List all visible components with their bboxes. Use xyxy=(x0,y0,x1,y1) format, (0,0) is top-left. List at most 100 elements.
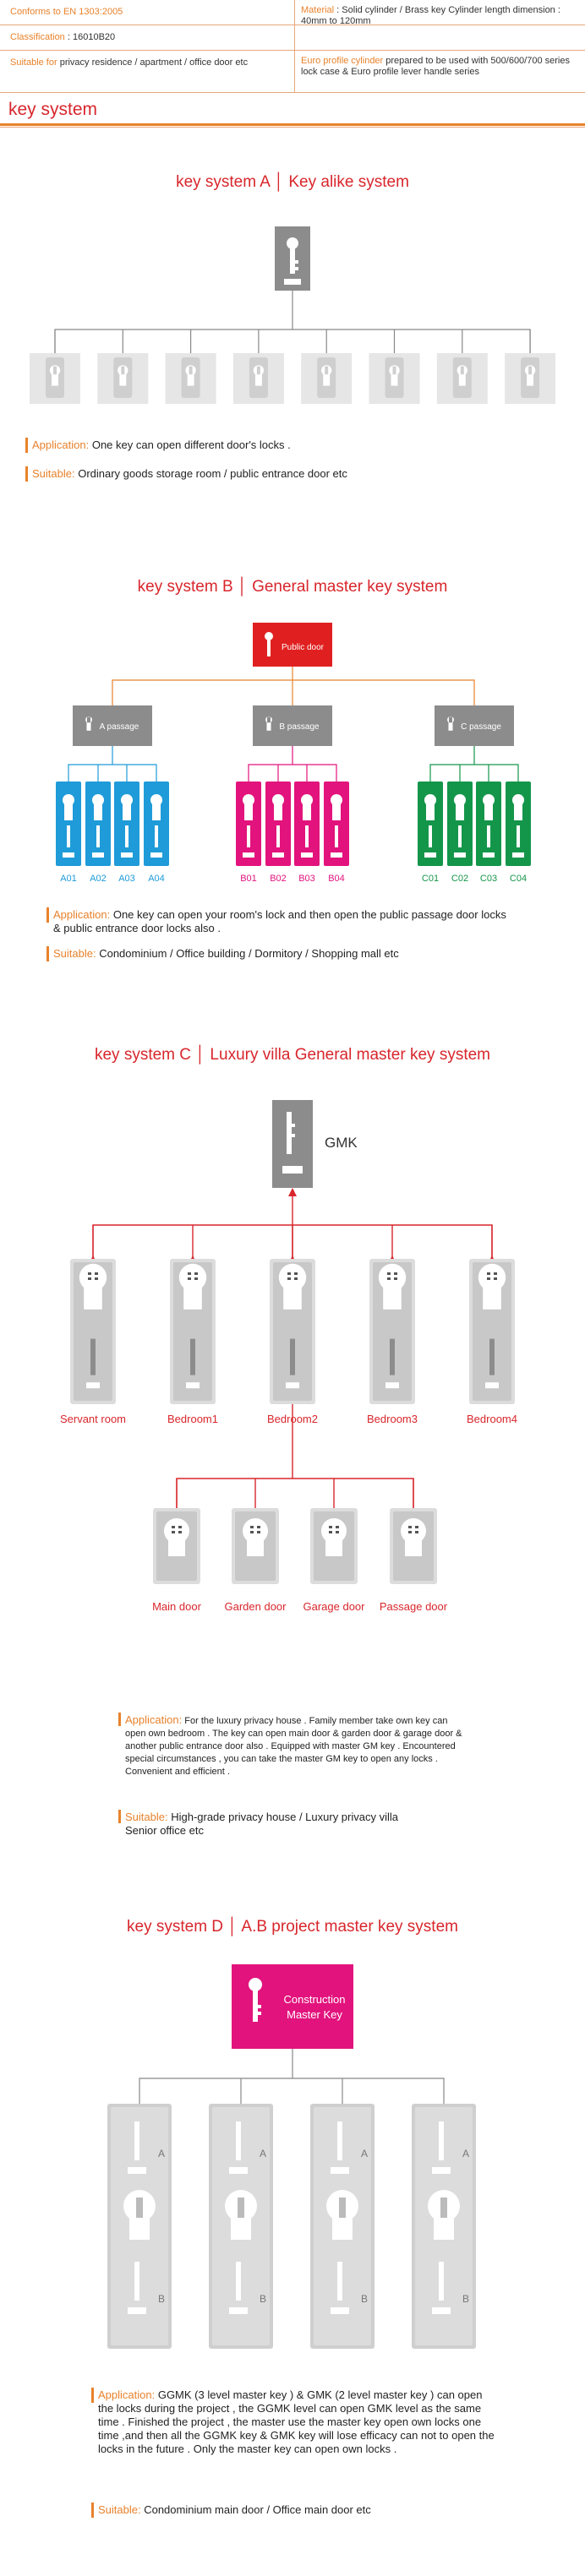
door-lock xyxy=(390,1508,437,1584)
colored-lock: A02 xyxy=(85,782,111,884)
cylinder-lock xyxy=(505,353,556,404)
door-label: Main door xyxy=(152,1600,201,1613)
colored-lock: B04 xyxy=(324,782,349,884)
door-label: Passage door xyxy=(379,1600,448,1613)
system-b-application: Application: One key can open your room'… xyxy=(53,908,506,934)
lock-label: C02 xyxy=(451,874,468,884)
conforms-text: Conforms to EN 1303:2005 xyxy=(10,7,123,17)
room-lock xyxy=(369,1259,415,1404)
passage-label: B passage xyxy=(279,722,320,732)
lock-label: B04 xyxy=(328,874,345,884)
cylinder-lock xyxy=(301,353,353,404)
colored-lock: C04 xyxy=(506,782,531,884)
lock-label: B03 xyxy=(298,874,315,884)
system-a-title: key system A │ Key alike system xyxy=(176,173,409,191)
colored-lock: B03 xyxy=(294,782,320,884)
system-d-title: key system D │ A.B project master key sy… xyxy=(127,1918,458,1936)
spec-divider xyxy=(294,0,295,93)
room-label: Servant room xyxy=(59,1413,127,1425)
door-lock xyxy=(310,1508,358,1584)
spec-row-3: Suitable for privacy residence / apartme… xyxy=(0,51,585,93)
system-c-application: Application: For the luxury privacy hous… xyxy=(125,1713,462,1777)
door-lock xyxy=(153,1508,200,1584)
master-key-icon xyxy=(275,226,310,291)
system-d-suitable: Suitable: Condominium main door / Office… xyxy=(98,2503,371,2516)
room-lock xyxy=(270,1259,315,1404)
cylinder-lock xyxy=(369,353,420,404)
system-b-title: key system B │ General master key system xyxy=(137,578,448,596)
lock-label: A03 xyxy=(118,874,135,884)
colored-lock: C01 xyxy=(418,782,443,884)
cylinder-lock xyxy=(232,353,284,404)
material-text: Material : Solid cylinder / Brass key Cy… xyxy=(301,5,560,26)
public-door-box xyxy=(253,623,332,667)
room-label: Bedroom1 xyxy=(167,1413,218,1425)
room-label: Bedroom4 xyxy=(467,1413,517,1425)
door-label: Garage door xyxy=(303,1600,365,1613)
lock-label: C01 xyxy=(422,874,439,884)
room-lock xyxy=(170,1259,216,1404)
key-icon xyxy=(249,1978,262,2022)
lock-label: B02 xyxy=(270,874,287,884)
colored-lock: C03 xyxy=(476,782,501,884)
lock-label: B01 xyxy=(240,874,257,884)
lock-label: A04 xyxy=(148,874,165,884)
colored-lock: A04 xyxy=(144,782,169,884)
lock-label: A02 xyxy=(90,874,107,884)
room-label: Bedroom3 xyxy=(367,1413,418,1425)
passage-box: C passage xyxy=(435,705,514,746)
door-lock xyxy=(232,1508,279,1584)
suitable-for-text: Suitable for privacy residence / apartme… xyxy=(10,57,249,68)
master-line-1: Construction xyxy=(284,1993,346,2006)
passage-box: A passage xyxy=(73,705,152,746)
passage-label: C passage xyxy=(461,722,501,732)
svg-text:A: A xyxy=(260,2148,266,2159)
lock-label: C03 xyxy=(480,874,497,884)
project-lock: AB xyxy=(209,2104,273,2349)
svg-text:B: B xyxy=(462,2293,469,2305)
gmk-key-icon xyxy=(272,1100,313,1188)
room-lock xyxy=(469,1259,515,1404)
spec-row-1: Conforms to EN 1303:2005 Material : Soli… xyxy=(0,0,585,26)
svg-text:A: A xyxy=(361,2148,368,2159)
section-heading: key system xyxy=(8,100,98,119)
cylinder-lock xyxy=(97,353,149,404)
colored-lock: A03 xyxy=(114,782,139,884)
svg-text:B: B xyxy=(158,2293,165,2305)
system-a-suitable: Suitable: Ordinary goods storage room / … xyxy=(32,467,347,480)
svg-text:B: B xyxy=(361,2293,368,2305)
project-lock: AB xyxy=(107,2104,172,2349)
cylinder-lock xyxy=(436,353,488,404)
key-icon xyxy=(265,632,273,656)
lock-label: C04 xyxy=(510,874,527,884)
system-a-application: Application: One key can open different … xyxy=(32,438,291,451)
colored-lock: B02 xyxy=(265,782,291,884)
colored-lock: C02 xyxy=(447,782,473,884)
system-c-suitable: Suitable: High-grade privacy house / Lux… xyxy=(125,1811,398,1837)
svg-text:A: A xyxy=(462,2148,469,2159)
classification-text: Classification : 16010B20 xyxy=(10,32,116,42)
system-a-diagram xyxy=(30,226,556,404)
construction-master-key-box xyxy=(232,1964,353,2049)
door-label: Garden door xyxy=(224,1600,287,1613)
cylinder-lock xyxy=(165,353,216,404)
master-line-2: Master Key xyxy=(287,2008,342,2021)
gmk-label: GMK xyxy=(325,1135,358,1151)
system-c-diagram: GMK xyxy=(70,1100,515,1584)
lock-label: A01 xyxy=(60,874,77,884)
system-d-application: Application: GGMK (3 level master key ) … xyxy=(98,2388,495,2455)
public-door-label: Public door xyxy=(282,643,325,652)
project-lock: AB xyxy=(310,2104,375,2349)
colored-lock: B01 xyxy=(236,782,261,884)
heading-underline xyxy=(0,123,585,126)
project-lock: AB xyxy=(412,2104,476,2349)
spec-row-2: Classification : 16010B20 xyxy=(0,25,585,51)
svg-text:A: A xyxy=(158,2148,165,2159)
svg-text:B: B xyxy=(260,2293,266,2305)
colored-lock: A01 xyxy=(56,782,81,884)
system-b-suitable: Suitable: Condominium / Office building … xyxy=(53,947,399,960)
room-lock xyxy=(70,1259,116,1404)
system-c-title: key system C │ Luxury villa General mast… xyxy=(94,1046,490,1064)
